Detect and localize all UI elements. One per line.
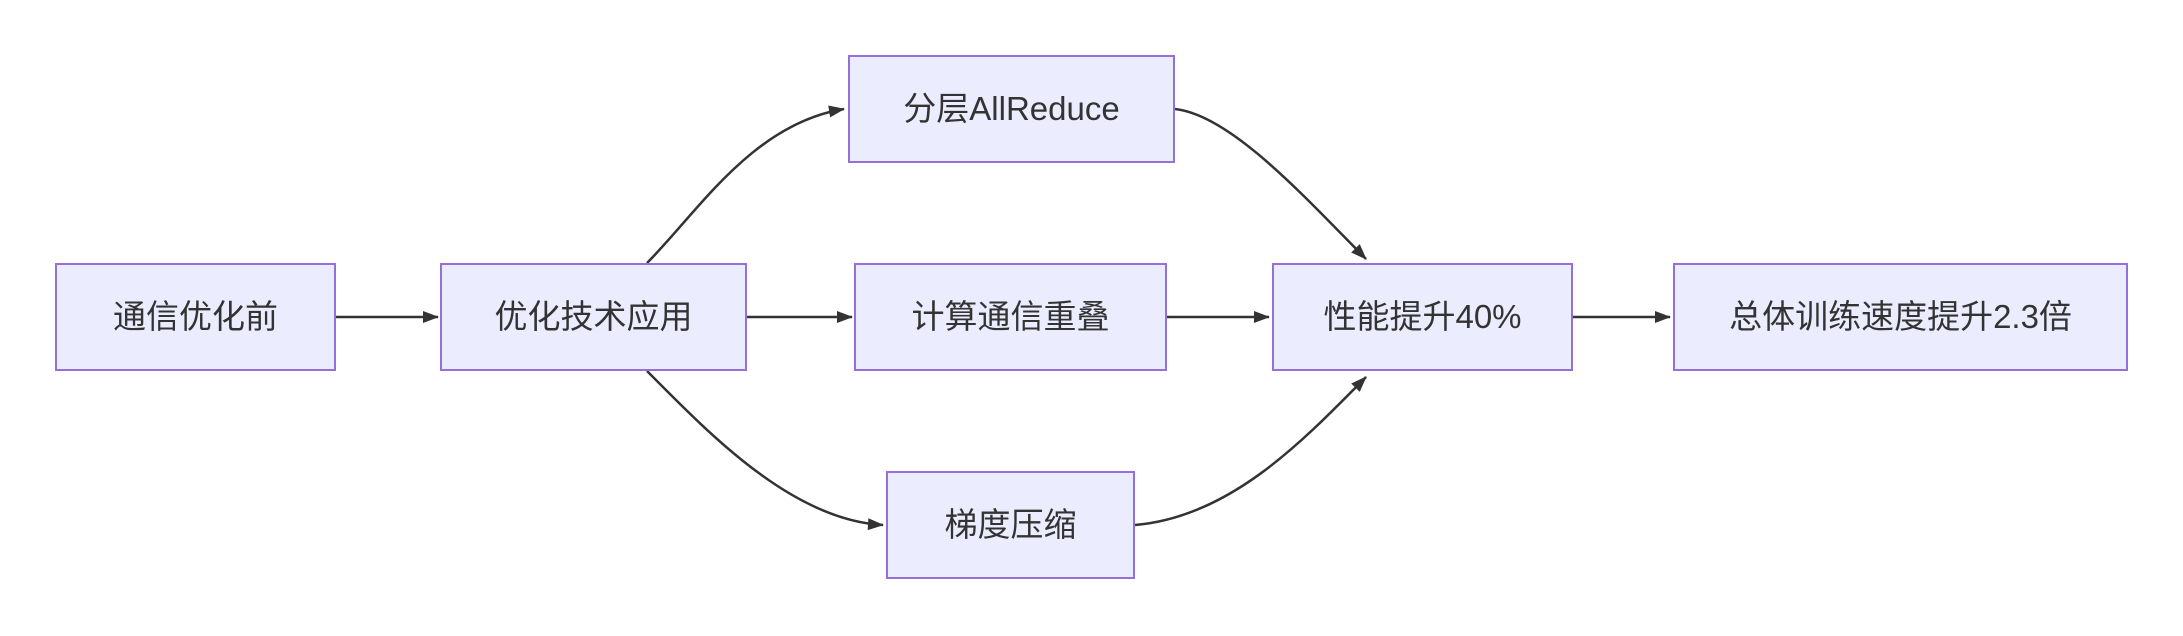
node-label: 优化技术应用 xyxy=(494,298,693,336)
node-before-communication-optimization: 通信优化前 xyxy=(55,263,336,371)
edge-b-to-e xyxy=(646,370,884,531)
edge-c-to-f xyxy=(1174,107,1367,260)
node-hierarchical-allreduce: 分层AllReduce xyxy=(848,55,1175,163)
node-label: 通信优化前 xyxy=(113,298,278,336)
node-optimization-techniques-applied: 优化技术应用 xyxy=(440,263,747,371)
node-label: 计算通信重叠 xyxy=(911,298,1110,336)
node-label: 总体训练速度提升2.3倍 xyxy=(1729,298,2072,336)
node-gradient-compression: 梯度压缩 xyxy=(886,471,1135,579)
node-compute-communication-overlap: 计算通信重叠 xyxy=(854,263,1167,371)
edge-e-to-f xyxy=(1134,376,1367,527)
node-label: 分层AllReduce xyxy=(903,90,1120,128)
node-label: 梯度压缩 xyxy=(944,506,1077,544)
edge-b-to-c xyxy=(646,105,845,264)
node-overall-training-speedup: 总体训练速度提升2.3倍 xyxy=(1673,263,2128,371)
node-performance-gain-40-percent: 性能提升40% xyxy=(1272,263,1573,371)
node-label: 性能提升40% xyxy=(1323,298,1522,336)
